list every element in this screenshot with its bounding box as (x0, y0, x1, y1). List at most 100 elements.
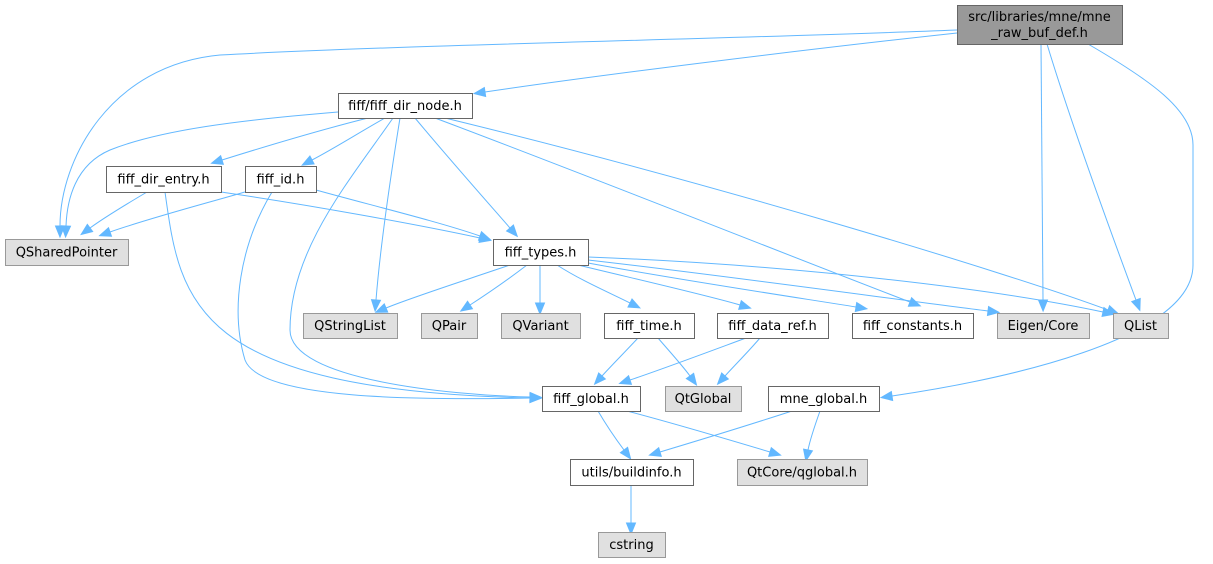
node-box (598, 532, 666, 558)
edge-fiff_types-to-QVariant (534, 265, 546, 316)
node-fiff-dir-entry[interactable]: fiff_dir_entry.h (106, 166, 222, 193)
edge-fiff_types-to-fiff_data_ref (577, 264, 752, 310)
arrowhead-icon (370, 299, 382, 313)
edge-line (444, 117, 1109, 311)
edge-line (164, 191, 531, 399)
node-label: mne_global.h (780, 392, 867, 407)
edge-line (1046, 43, 1137, 301)
node-qvariant: QVariant (501, 313, 581, 339)
node-label: src/libraries/mne/mne (968, 10, 1110, 25)
edge-fiff_dir_node-to-fiff_id (301, 117, 386, 166)
edge-line (587, 256, 1104, 313)
edge-fiff_dir_node-to-fiff_dir_entry (210, 117, 369, 165)
arrowhead-icon (534, 302, 546, 316)
node-box (717, 313, 829, 339)
edge-root-to-EigenCore (1037, 43, 1049, 313)
node-mne-global[interactable]: mne_global.h (768, 386, 880, 412)
edge-fiff_data_ref-to-fiff_global (618, 337, 747, 385)
arrowhead-icon (802, 448, 814, 463)
node-label: QPair (432, 319, 467, 334)
node-fiff-types[interactable]: fiff_types.h (493, 239, 589, 266)
edge-line (289, 117, 531, 398)
edge-fiff_id-to-fiff_global (237, 191, 543, 404)
edge-line (237, 191, 531, 400)
node-label: fiff_time.h (616, 319, 681, 334)
node-eigencore: Eigen/Core (997, 313, 1090, 339)
edge-fiff_types-to-EigenCore (587, 259, 1001, 317)
node-box (852, 313, 974, 339)
node-fiff-dir-node[interactable]: fiff/fiff_dir_node.h (338, 93, 473, 119)
node-qglobal: QtCore/qglobal.h (737, 459, 868, 486)
edge-line (434, 117, 911, 303)
arrowhead-icon (625, 522, 637, 536)
node-label: QtGlobal (675, 392, 732, 407)
edge-line (657, 337, 691, 377)
node-label: fiff/fiff_dir_node.h (348, 99, 462, 114)
node-label: fiff_dir_entry.h (117, 173, 209, 188)
edge-fiff_types-to-fiff_constants (587, 262, 869, 313)
node-qstringlist: QStringList (303, 313, 398, 339)
edge-line (601, 337, 639, 377)
node-fiff-constants[interactable]: fiff_constants.h (852, 313, 974, 339)
edge-line (65, 111, 339, 227)
node-label: fiff_id.h (257, 173, 305, 188)
edge-fiff_dir_entry-to-fiff_types (220, 191, 493, 244)
node-label: QVariant (512, 319, 568, 334)
node-fiff-id[interactable]: fiff_id.h (245, 166, 317, 193)
edge-line (556, 264, 631, 304)
node-label: QStringList (314, 319, 386, 334)
node-label: QtCore/qglobal.h (747, 466, 857, 481)
edge-line (385, 264, 511, 309)
arrowhead-icon (619, 446, 632, 460)
arrowhead-icon (301, 155, 315, 166)
nodes-layer: src/libraries/mne/mne_raw_buf_def.h fiff/… (5, 5, 1169, 558)
edge-fiff_types-to-QList (587, 256, 1116, 318)
node-box (957, 5, 1123, 45)
arrowhead-icon (374, 302, 389, 313)
arrowhead-icon (529, 392, 543, 404)
arrowhead-icon (98, 226, 113, 237)
node-label: utils/buildinfo.h (581, 466, 681, 481)
node-fiff-data-ref[interactable]: fiff_data_ref.h (717, 313, 829, 339)
edge-fiff_types-to-QPair (459, 264, 528, 312)
edge-line (577, 264, 741, 306)
edge-line (414, 117, 511, 229)
edge-line (587, 262, 857, 308)
edge-line (484, 32, 958, 93)
edge-root-to-QList (1046, 43, 1141, 312)
edge-line (109, 191, 246, 233)
edge-fiff_types-to-QStringList (374, 264, 511, 313)
node-box (1113, 313, 1169, 339)
edge-fiff_data_ref-to-QtGlobal (716, 337, 761, 386)
node-box (493, 239, 589, 266)
edge-fiff_types-to-fiff_time (556, 264, 642, 309)
edge-buildinfo-to-cstring (625, 485, 637, 536)
edge-root-to-fiff_dir_node (472, 32, 958, 98)
node-qlist: QList (1113, 313, 1169, 339)
edge-fiff_dir_entry-to-QSharedPointer (80, 191, 148, 236)
edge-line (891, 43, 1194, 397)
node-fiff-time[interactable]: fiff_time.h (604, 313, 695, 339)
edge-fiff_time-to-fiff_global (593, 337, 639, 386)
arrowhead-icon (768, 446, 782, 457)
node-box (303, 313, 398, 339)
edge-line (375, 117, 401, 301)
node-box (768, 386, 880, 412)
edge-root-to-mne_global (879, 43, 1194, 402)
node-root[interactable]: src/libraries/mne/mne_raw_buf_def.h (957, 5, 1123, 45)
edge-line (626, 410, 771, 453)
arrowhead-icon (1130, 297, 1141, 312)
node-box (338, 93, 473, 119)
node-fiff-global[interactable]: fiff_global.h (542, 386, 641, 412)
edge-line (629, 337, 747, 381)
edge-fiff_dir_node-to-fiff_types (414, 117, 519, 238)
node-buildinfo[interactable]: utils/buildinfo.h (570, 459, 694, 486)
arrowhead-icon (60, 225, 72, 239)
node-label: cstring (609, 538, 653, 553)
edge-fiff_time-to-QtGlobal (657, 337, 698, 386)
edge-line (724, 337, 761, 377)
arrowhead-icon (472, 86, 487, 98)
edge-line (315, 189, 481, 237)
node-box (570, 459, 694, 486)
arrowhead-icon (716, 372, 730, 386)
